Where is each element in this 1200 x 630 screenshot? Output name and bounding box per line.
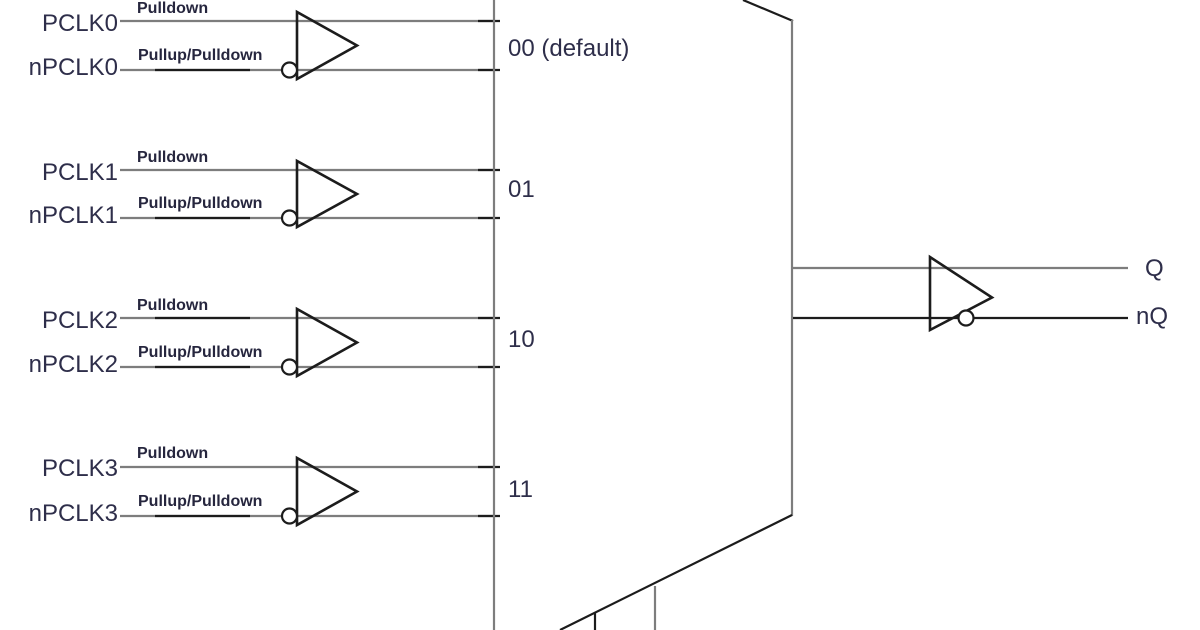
mux-select-code-0: 00 (default) [508, 35, 630, 62]
input-buffer-0-triangle-icon [295, 9, 360, 82]
input-buffer-2-inversion-bubble-icon [280, 358, 299, 376]
nq-output-label: nQ [1136, 303, 1169, 330]
mux-select-code-1: 01 [508, 176, 535, 203]
input-buffer-2-triangle-icon [295, 306, 360, 379]
npclk2-label: nPCLK2 [28, 351, 118, 378]
pclk2-label: PCLK2 [41, 307, 118, 334]
pclk1-termination-note: Pulldown [137, 149, 209, 166]
pclk2-termination-note: Pulldown [137, 297, 209, 314]
pclk0-termination-note: Pulldown [137, 0, 209, 17]
pclk1-label: PCLK1 [41, 159, 118, 186]
pclk3-termination-note: Pulldown [137, 445, 209, 462]
npclk0-termination-note: Pullup/Pulldown [138, 47, 263, 64]
npclk1-termination-note: Pullup/Pulldown [138, 195, 263, 212]
npclk3-label: nPCLK3 [28, 500, 118, 527]
mux-top-edge [742, 0, 794, 23]
mux-select-code-3: 11 [508, 476, 533, 503]
pclk3-label: PCLK3 [41, 455, 118, 482]
q-output-label: Q [1145, 255, 1164, 282]
npclk1-label: nPCLK1 [28, 202, 118, 229]
input-buffer-3-inversion-bubble-icon [280, 507, 299, 525]
output-buffer-inversion-bubble-icon [957, 309, 975, 327]
input-buffer-1-triangle-icon [295, 158, 360, 230]
mux-bottom-edge [559, 514, 793, 630]
input-buffer-0-inversion-bubble-icon [280, 61, 299, 79]
pclk0-label: PCLK0 [41, 10, 118, 37]
npclk0-label: nPCLK0 [28, 54, 118, 81]
input-buffer-3-triangle-icon [295, 455, 360, 528]
npclk2-termination-note: Pullup/Pulldown [138, 344, 263, 361]
input-buffer-1-inversion-bubble-icon [280, 209, 299, 227]
mux-select-code-2: 10 [508, 326, 535, 353]
npclk3-termination-note: Pullup/Pulldown [138, 493, 263, 510]
